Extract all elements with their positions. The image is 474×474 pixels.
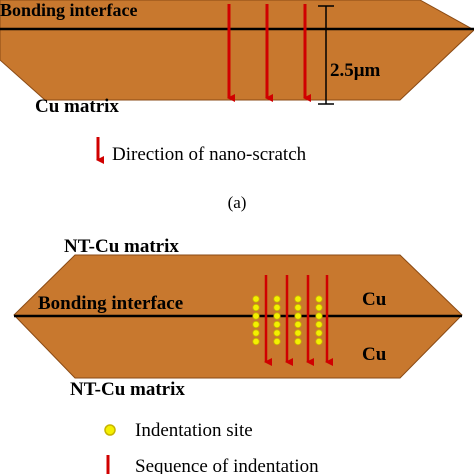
indentation-site <box>273 320 281 329</box>
scratch-arrows <box>227 4 311 102</box>
cu-bottom-label: Cu <box>362 344 387 365</box>
indentation-site <box>273 303 281 312</box>
panel-b: NT-Cu matrix Bonding interface Cu Cu NT-… <box>13 236 463 474</box>
indentation-arrows <box>264 275 333 366</box>
legend-indentation-sequence: Sequence of indentation <box>106 455 319 474</box>
caption-a: (a) <box>228 193 247 212</box>
indentation-site <box>252 337 260 346</box>
indentation-site-icon <box>104 424 116 436</box>
indentation-site <box>294 312 302 320</box>
indentation-site <box>294 295 302 303</box>
cu-matrix-block <box>0 0 474 101</box>
indentation-site <box>273 337 281 346</box>
legend-scratch-label: Direction of nano-scratch <box>112 144 307 165</box>
cu-matrix-label: Cu matrix <box>35 96 119 117</box>
indentation-site <box>294 329 302 337</box>
indentation-site <box>315 329 323 337</box>
legend-indentation-site-label: Indentation site <box>135 420 253 441</box>
nt-cu-matrix-top-label: NT-Cu matrix <box>64 236 179 257</box>
nt-cu-matrix-bottom-label: NT-Cu matrix <box>70 379 185 400</box>
indentation-site <box>273 312 281 320</box>
indentation-site <box>315 312 323 320</box>
indentation-sites <box>252 295 323 346</box>
indentation-site <box>315 295 323 303</box>
indentation-site <box>252 329 260 337</box>
indentation-site <box>315 337 323 346</box>
dimension-label: 2.5μm <box>330 60 381 81</box>
indentation-site <box>294 303 302 312</box>
indentation-site <box>273 329 281 337</box>
panel-a: Bonding interface 2.5μm Cu matrix Direct… <box>0 0 474 212</box>
indentation-site <box>294 337 302 346</box>
indentation-site <box>252 320 260 329</box>
indentation-site <box>252 295 260 303</box>
legend-scratch: Direction of nano-scratch <box>96 137 307 165</box>
bonding-interface-label-b: Bonding interface <box>38 293 183 314</box>
indentation-site <box>315 320 323 329</box>
indentation-site <box>252 312 260 320</box>
legend-indentation-site: Indentation site <box>104 420 253 441</box>
indentation-site <box>252 303 260 312</box>
cu-top-label: Cu <box>362 289 387 310</box>
bonding-interface-label: Bonding interface <box>0 0 138 20</box>
indentation-site <box>315 303 323 312</box>
legend-indentation-sequence-label: Sequence of indentation <box>135 456 319 474</box>
indentation-site <box>273 295 281 303</box>
indentation-site <box>294 320 302 329</box>
dimension-marker: 2.5μm <box>318 5 381 105</box>
